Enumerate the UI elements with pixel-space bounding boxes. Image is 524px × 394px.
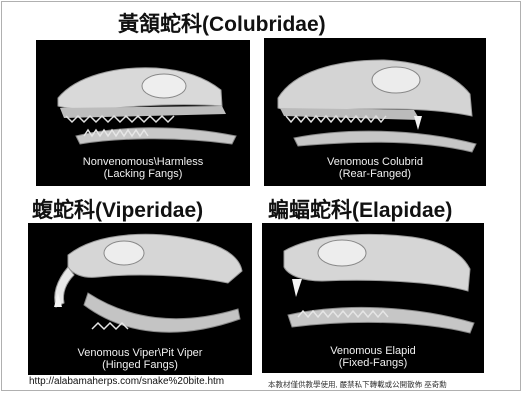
- elapidae-heading: 蝙蝠蛇科(Elapidae): [268, 194, 452, 224]
- rear-fanged-caption-line2: (Rear-Fanged): [264, 168, 486, 180]
- fixed-fangs-caption-line1: Venomous Elapid: [262, 345, 484, 357]
- rear-fanged-caption-line1: Venomous Colubrid: [264, 156, 486, 168]
- fixed-fangs-caption-line2: (Fixed-Fangs): [262, 357, 484, 369]
- hinged-fangs-caption-line2: (Hinged Fangs): [28, 359, 252, 371]
- nonvenomous-caption-line1: Nonvenomous\Harmless: [36, 156, 250, 168]
- skull-panel-hinged-fangs: Venomous Viper\Pit Viper (Hinged Fangs): [28, 223, 252, 375]
- nonvenomous-caption-line2: (Lacking Fangs): [36, 168, 250, 180]
- source-url-link[interactable]: http://alabamaherps.com/snake%20bite.htm: [29, 376, 224, 387]
- skull-panel-nonvenomous: Nonvenomous\Harmless (Lacking Fangs): [36, 40, 250, 186]
- copyright-notice: 本教材僅供教學使用, 嚴禁私下轉載或公開散佈 巫奇勳: [268, 379, 447, 390]
- viperidae-heading: 蝮蛇科(Viperidae): [32, 194, 203, 224]
- skull-panel-fixed-fangs: Venomous Elapid (Fixed-Fangs): [262, 223, 484, 373]
- skull-panel-rear-fanged: Venomous Colubrid (Rear-Fanged): [264, 38, 486, 186]
- colubridae-heading: 黃頷蛇科(Colubridae): [118, 8, 326, 38]
- hinged-fangs-caption-line1: Venomous Viper\Pit Viper: [28, 347, 252, 359]
